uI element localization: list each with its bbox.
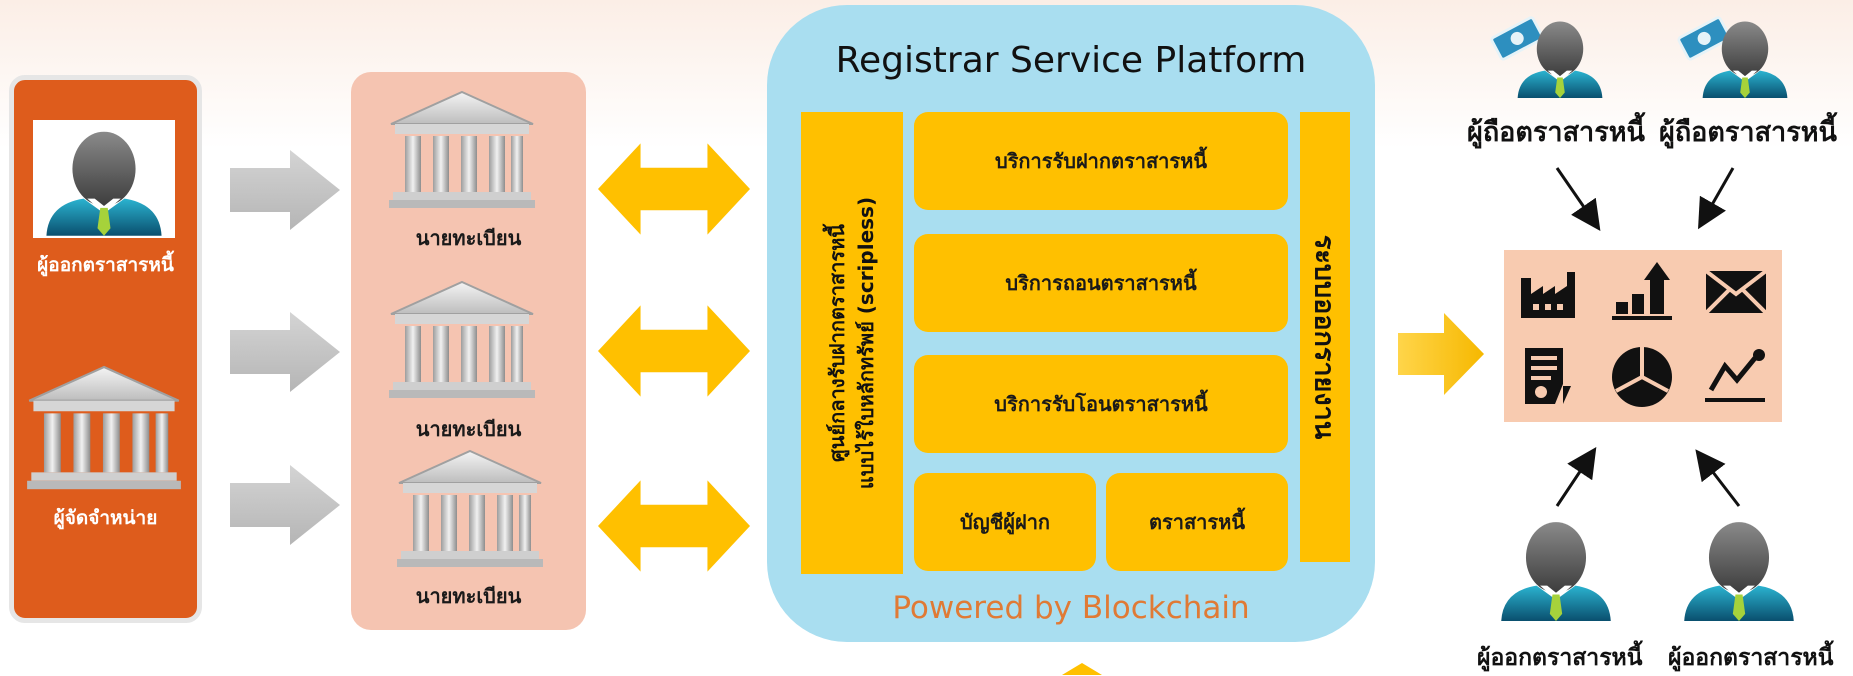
person-icon xyxy=(1697,16,1793,98)
certificate-icon xyxy=(1525,348,1571,404)
transfer-service-box: บริการรับโอนตราสารหนี้ xyxy=(914,355,1288,453)
right-arrow-icon xyxy=(230,465,340,545)
connector-arrows xyxy=(1555,167,1741,507)
right-arrow-icon xyxy=(230,312,340,392)
issuer-label: ผู้ออกตราสารหนี้ xyxy=(1477,645,1643,671)
person-icon xyxy=(1494,515,1618,621)
scripless-depository-bar xyxy=(801,112,903,574)
double-arrow-icon xyxy=(598,480,750,572)
depositor-account-box: บัญชีผู้ฝาก xyxy=(914,473,1096,571)
distributor-label: ผู้จัดจำหน่าย xyxy=(53,507,158,529)
output-arrow-icon xyxy=(1398,313,1484,395)
person-icon xyxy=(1512,16,1608,98)
registrar-building-icon xyxy=(395,447,545,567)
registrar-label: นายทะเบียน xyxy=(415,584,522,608)
bondholder-label: ผู้ถือตราสารหนี้ xyxy=(1659,117,1837,148)
bank-building-icon xyxy=(26,365,182,490)
bondholder-label: ผู้ถือตราสารหนี้ xyxy=(1467,117,1645,148)
line-chart-icon xyxy=(1705,349,1765,402)
person-icon xyxy=(46,131,162,236)
powered-by-label: Powered by Blockchain xyxy=(892,590,1250,626)
envelope-icon xyxy=(1705,270,1767,314)
registrar-building-icon xyxy=(387,88,537,208)
factory-icon xyxy=(1521,272,1575,318)
registrar-building-icon xyxy=(387,278,537,398)
registrar-label: นายทะเบียน xyxy=(415,226,522,250)
platform-title: Registrar Service Platform xyxy=(835,40,1307,81)
scripless-line-1: ศูนย์กลางรับฝากตราสารหนี้ xyxy=(825,224,849,462)
double-arrow-icon xyxy=(598,143,750,235)
registrar-label: นายทะเบียน xyxy=(415,417,522,441)
issuer-avatar-frame xyxy=(33,120,175,238)
growth-chart-icon xyxy=(1612,262,1672,320)
pie-chart-icon xyxy=(1612,347,1672,407)
bond-box: ตราสารหนี้ xyxy=(1106,473,1288,571)
withdraw-service-box: บริการถอนตราสารหนี้ xyxy=(914,234,1288,332)
reporting-system-label: ระบบออกรายงาน xyxy=(1308,234,1340,440)
reporting-system-bar xyxy=(1300,112,1350,562)
issuer-label: ผู้ออกตราสารหนี้ xyxy=(1668,645,1834,671)
person-icon xyxy=(1677,515,1801,621)
right-arrow-icon xyxy=(230,150,340,230)
up-arrow-icon xyxy=(1062,663,1102,675)
double-arrow-icon xyxy=(598,305,750,397)
scripless-line-2: แบบไร้ใบหลักทรัพย์ (scripless) xyxy=(854,196,878,490)
deposit-service-box: บริการรับฝากตราสารหนี้ xyxy=(914,112,1288,210)
issuer-label: ผู้ออกตราสารหนี้ xyxy=(37,254,174,276)
scripless-depository-label: ศูนย์กลางรับฝากตราสารหนี้ แบบไร้ใบหลักทร… xyxy=(823,197,881,489)
